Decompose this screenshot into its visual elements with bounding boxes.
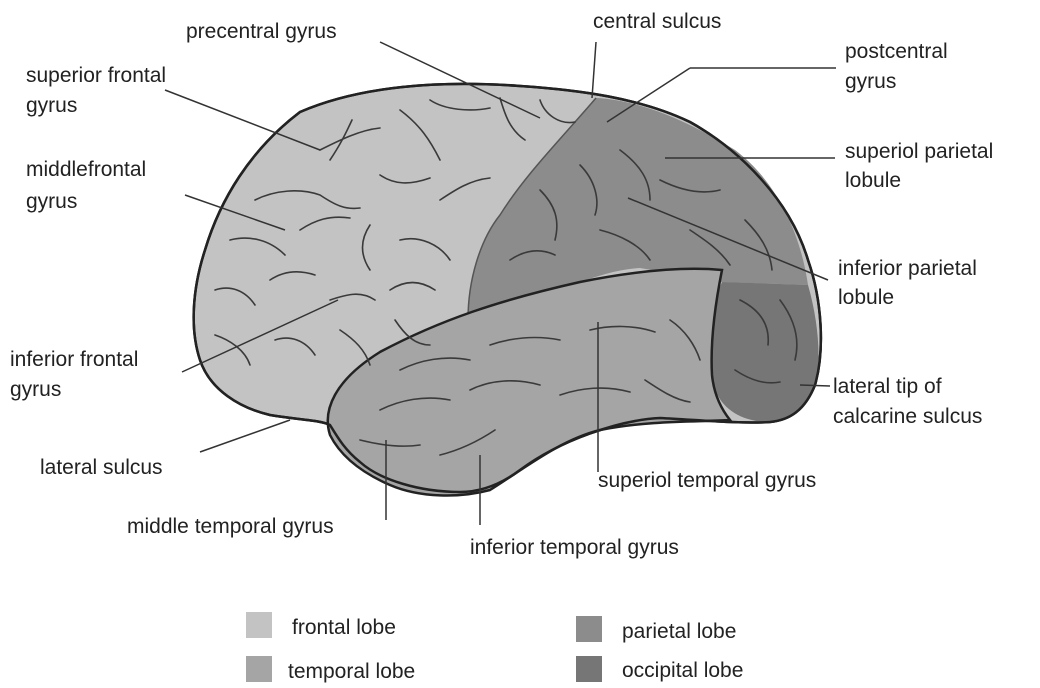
- label-superiol-parietal-line2: lobule: [845, 169, 901, 192]
- legend-swatch-temporal: [246, 656, 272, 682]
- label-inferior-frontal-line2: gyrus: [10, 378, 61, 401]
- label-central-sulcus: central sulcus: [593, 10, 721, 33]
- label-middlefrontal-line1: middlefrontal: [26, 158, 146, 181]
- label-superiol-temporal-gyrus: superiol temporal gyrus: [598, 469, 816, 492]
- legend-label-occipital: occipital lobe: [622, 659, 743, 682]
- legend-swatch-frontal: [246, 612, 272, 638]
- legend-label-temporal: temporal lobe: [288, 660, 415, 683]
- label-superior-frontal-line1: superior frontal: [26, 64, 166, 87]
- label-superior-frontal-line2: gyrus: [26, 94, 77, 117]
- label-precentral-gyrus: precentral gyrus: [186, 20, 337, 43]
- label-inferior-frontal-line1: inferior frontal: [10, 348, 138, 371]
- legend-label-frontal: frontal lobe: [292, 616, 396, 639]
- legend-label-parietal: parietal lobe: [622, 620, 736, 643]
- label-inferior-temporal-gyrus: inferior temporal gyrus: [470, 536, 679, 559]
- label-lateral-sulcus: lateral sulcus: [40, 456, 163, 479]
- occipital-lobe-region: [710, 282, 818, 422]
- legend-swatch-occipital: [576, 656, 602, 682]
- label-lateral-tip-line2: calcarine sulcus: [833, 405, 982, 428]
- legend-swatch-parietal: [576, 616, 602, 642]
- label-lateral-tip-line1: lateral tip of: [833, 375, 942, 398]
- label-inferior-parietal-line2: lobule: [838, 286, 894, 309]
- legend: frontal lobe temporal lobe parietal lobe…: [246, 612, 743, 683]
- label-postcentral-line1: postcentral: [845, 40, 948, 63]
- label-superiol-parietal-line1: superiol parietal: [845, 140, 993, 163]
- label-middle-temporal-gyrus: middle temporal gyrus: [127, 515, 334, 538]
- label-postcentral-line2: gyrus: [845, 70, 896, 93]
- brain-illustration: [194, 84, 821, 496]
- label-inferior-parietal-line1: inferior parietal: [838, 257, 977, 280]
- label-middlefrontal-line2: gyrus: [26, 190, 77, 213]
